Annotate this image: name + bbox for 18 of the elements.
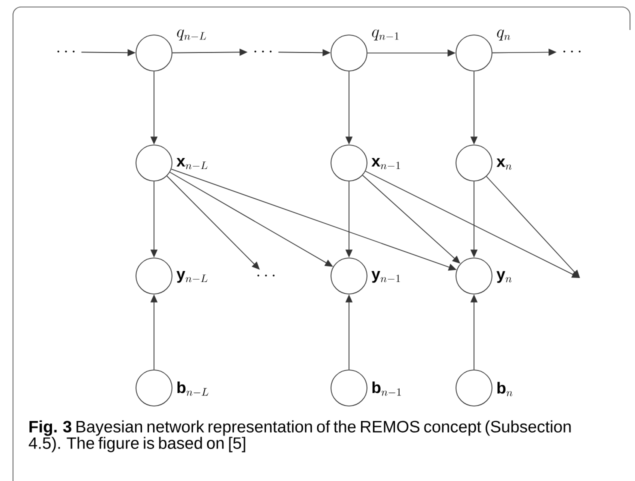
node-label: $\mathbf{b}_{n-L}$ bbox=[177, 381, 208, 396]
node-label: $\mathbf{b}_{n-1}$ bbox=[372, 381, 401, 396]
ellipsis: $\cdots$ bbox=[257, 274, 275, 276]
ellipsis: $\cdots$ bbox=[563, 50, 581, 52]
node-label: $\mathbf{x}_{n}$ bbox=[496, 158, 512, 170]
node-label: $\mathbf{x}_{n-L}$ bbox=[176, 158, 208, 170]
ellipsis: $\cdots$ bbox=[57, 50, 75, 52]
node-label: $\mathbf{y}_{n-1}$ bbox=[372, 271, 400, 283]
node-label: $\mathbf{y}_{n-L}$ bbox=[176, 271, 208, 283]
node-label: $\mathbf{x}_{n-1}$ bbox=[372, 158, 400, 170]
ellipsis: $\cdots$ bbox=[254, 50, 272, 52]
node-label: $q_{n-1}$ bbox=[372, 29, 399, 40]
node-label: $q_{n-L}$ bbox=[177, 29, 206, 40]
node-label: $\mathbf{y}_{n}$ bbox=[496, 271, 512, 283]
node-label: $q_{n}$ bbox=[497, 30, 510, 41]
arrow bbox=[486, 176, 580, 278]
caption: Fig. 3 Bayesian network representation of the REMOS concept (Subsection 4.5). The figure is based on [5] bbox=[28, 420, 571, 452]
node-label: $\mathbf{b}_{n}$ bbox=[497, 382, 512, 396]
